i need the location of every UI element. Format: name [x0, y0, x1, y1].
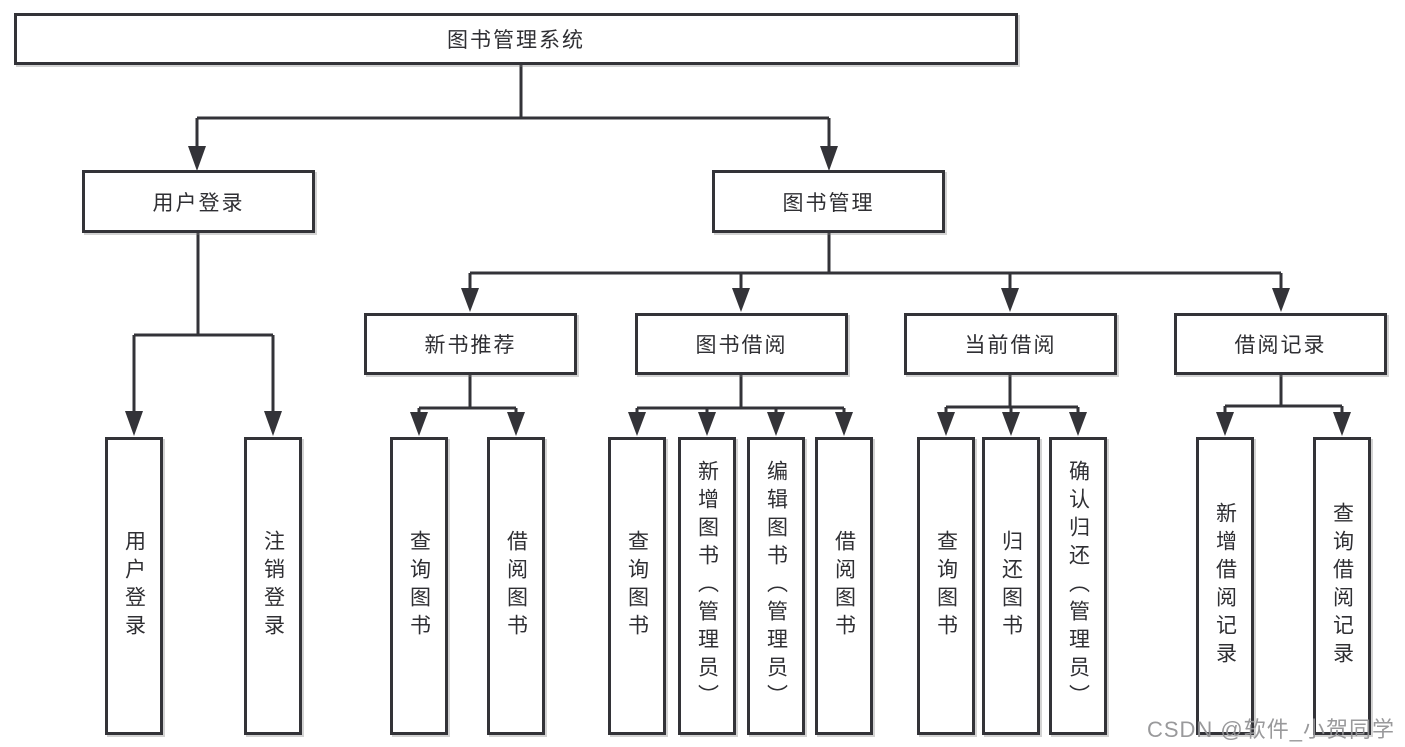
watermark-text: CSDN @软件_小贺同学 — [1146, 717, 1395, 742]
node-label: 新增图书（管理员） — [695, 460, 719, 712]
arrow-down-icon — [410, 412, 428, 436]
node-label: 图书管理系统 — [447, 29, 585, 52]
node-label: 注销登录 — [261, 530, 285, 642]
leaf-query-books-recommend: 查询图书 — [390, 437, 448, 735]
node-label: 新增借阅记录 — [1213, 502, 1237, 670]
leaf-add-book-admin: 新增图书（管理员） — [678, 437, 736, 735]
node-borrow-records: 借阅记录 — [1174, 313, 1387, 375]
arrow-down-icon — [1272, 288, 1290, 312]
node-label: 查询图书 — [934, 530, 958, 642]
leaf-borrow-books: 借阅图书 — [815, 437, 873, 735]
connector-current-borrow — [937, 375, 1087, 436]
arrow-down-icon — [937, 412, 955, 436]
arrow-down-icon — [188, 146, 206, 171]
node-book-borrow: 图书借阅 — [635, 313, 848, 375]
leaf-edit-book-admin: 编辑图书（管理员） — [747, 437, 805, 735]
connector-root — [188, 65, 838, 171]
arrow-down-icon — [628, 412, 646, 436]
node-current-borrow: 当前借阅 — [904, 313, 1117, 375]
node-user-login: 用户登录 — [82, 170, 315, 233]
node-label: 新书推荐 — [424, 334, 517, 357]
node-label: 查询借阅记录 — [1330, 502, 1354, 670]
node-label: 归还图书 — [999, 530, 1023, 642]
node-label: 编辑图书（管理员） — [764, 460, 788, 712]
node-label: 用户登录 — [122, 530, 146, 642]
arrow-down-icon — [1002, 412, 1020, 436]
node-book-management: 图书管理 — [712, 170, 945, 233]
node-new-book-recommend: 新书推荐 — [364, 313, 577, 375]
arrow-down-icon — [1333, 412, 1351, 436]
arrow-down-icon — [767, 412, 785, 436]
node-label: 用户登录 — [152, 191, 245, 215]
arrow-down-icon — [820, 146, 838, 171]
leaf-query-books-borrow: 查询图书 — [608, 437, 666, 735]
leaf-user-login: 用户登录 — [105, 437, 163, 735]
leaf-query-books-current: 查询图书 — [917, 437, 975, 735]
arrow-down-icon — [732, 288, 750, 312]
arrow-down-icon — [1216, 412, 1234, 436]
node-label: 查询图书 — [407, 530, 431, 642]
connector-new-book-recommend — [410, 375, 525, 436]
arrow-down-icon — [507, 412, 525, 436]
arrow-down-icon — [1069, 412, 1087, 436]
node-label: 当前借阅 — [964, 334, 1057, 357]
node-label: 图书借阅 — [695, 334, 788, 357]
connector-user-login — [125, 233, 282, 436]
node-label: 确认归还（管理员） — [1066, 460, 1090, 712]
arrow-down-icon — [125, 411, 143, 436]
arrow-down-icon — [1001, 288, 1019, 312]
node-label: 借阅图书 — [832, 530, 856, 642]
node-label: 查询图书 — [625, 530, 649, 642]
arrow-down-icon — [461, 288, 479, 312]
arrow-down-icon — [698, 412, 716, 436]
node-label: 借阅图书 — [504, 530, 528, 642]
leaf-confirm-return-admin: 确认归还（管理员） — [1049, 437, 1107, 735]
node-root-system: 图书管理系统 — [14, 13, 1018, 65]
node-label: 图书管理 — [782, 191, 875, 215]
node-label: 借阅记录 — [1234, 334, 1327, 357]
arrow-down-icon — [264, 411, 282, 436]
leaf-query-borrow-record: 查询借阅记录 — [1313, 437, 1371, 735]
connector-book-borrow — [628, 375, 853, 436]
leaf-return-book: 归还图书 — [982, 437, 1040, 735]
leaf-logout: 注销登录 — [244, 437, 302, 735]
connector-book-management — [461, 233, 1290, 312]
arrow-down-icon — [835, 412, 853, 436]
leaf-add-borrow-record: 新增借阅记录 — [1196, 437, 1254, 735]
connector-borrow-records — [1216, 375, 1351, 436]
leaf-borrow-books-recommend: 借阅图书 — [487, 437, 545, 735]
